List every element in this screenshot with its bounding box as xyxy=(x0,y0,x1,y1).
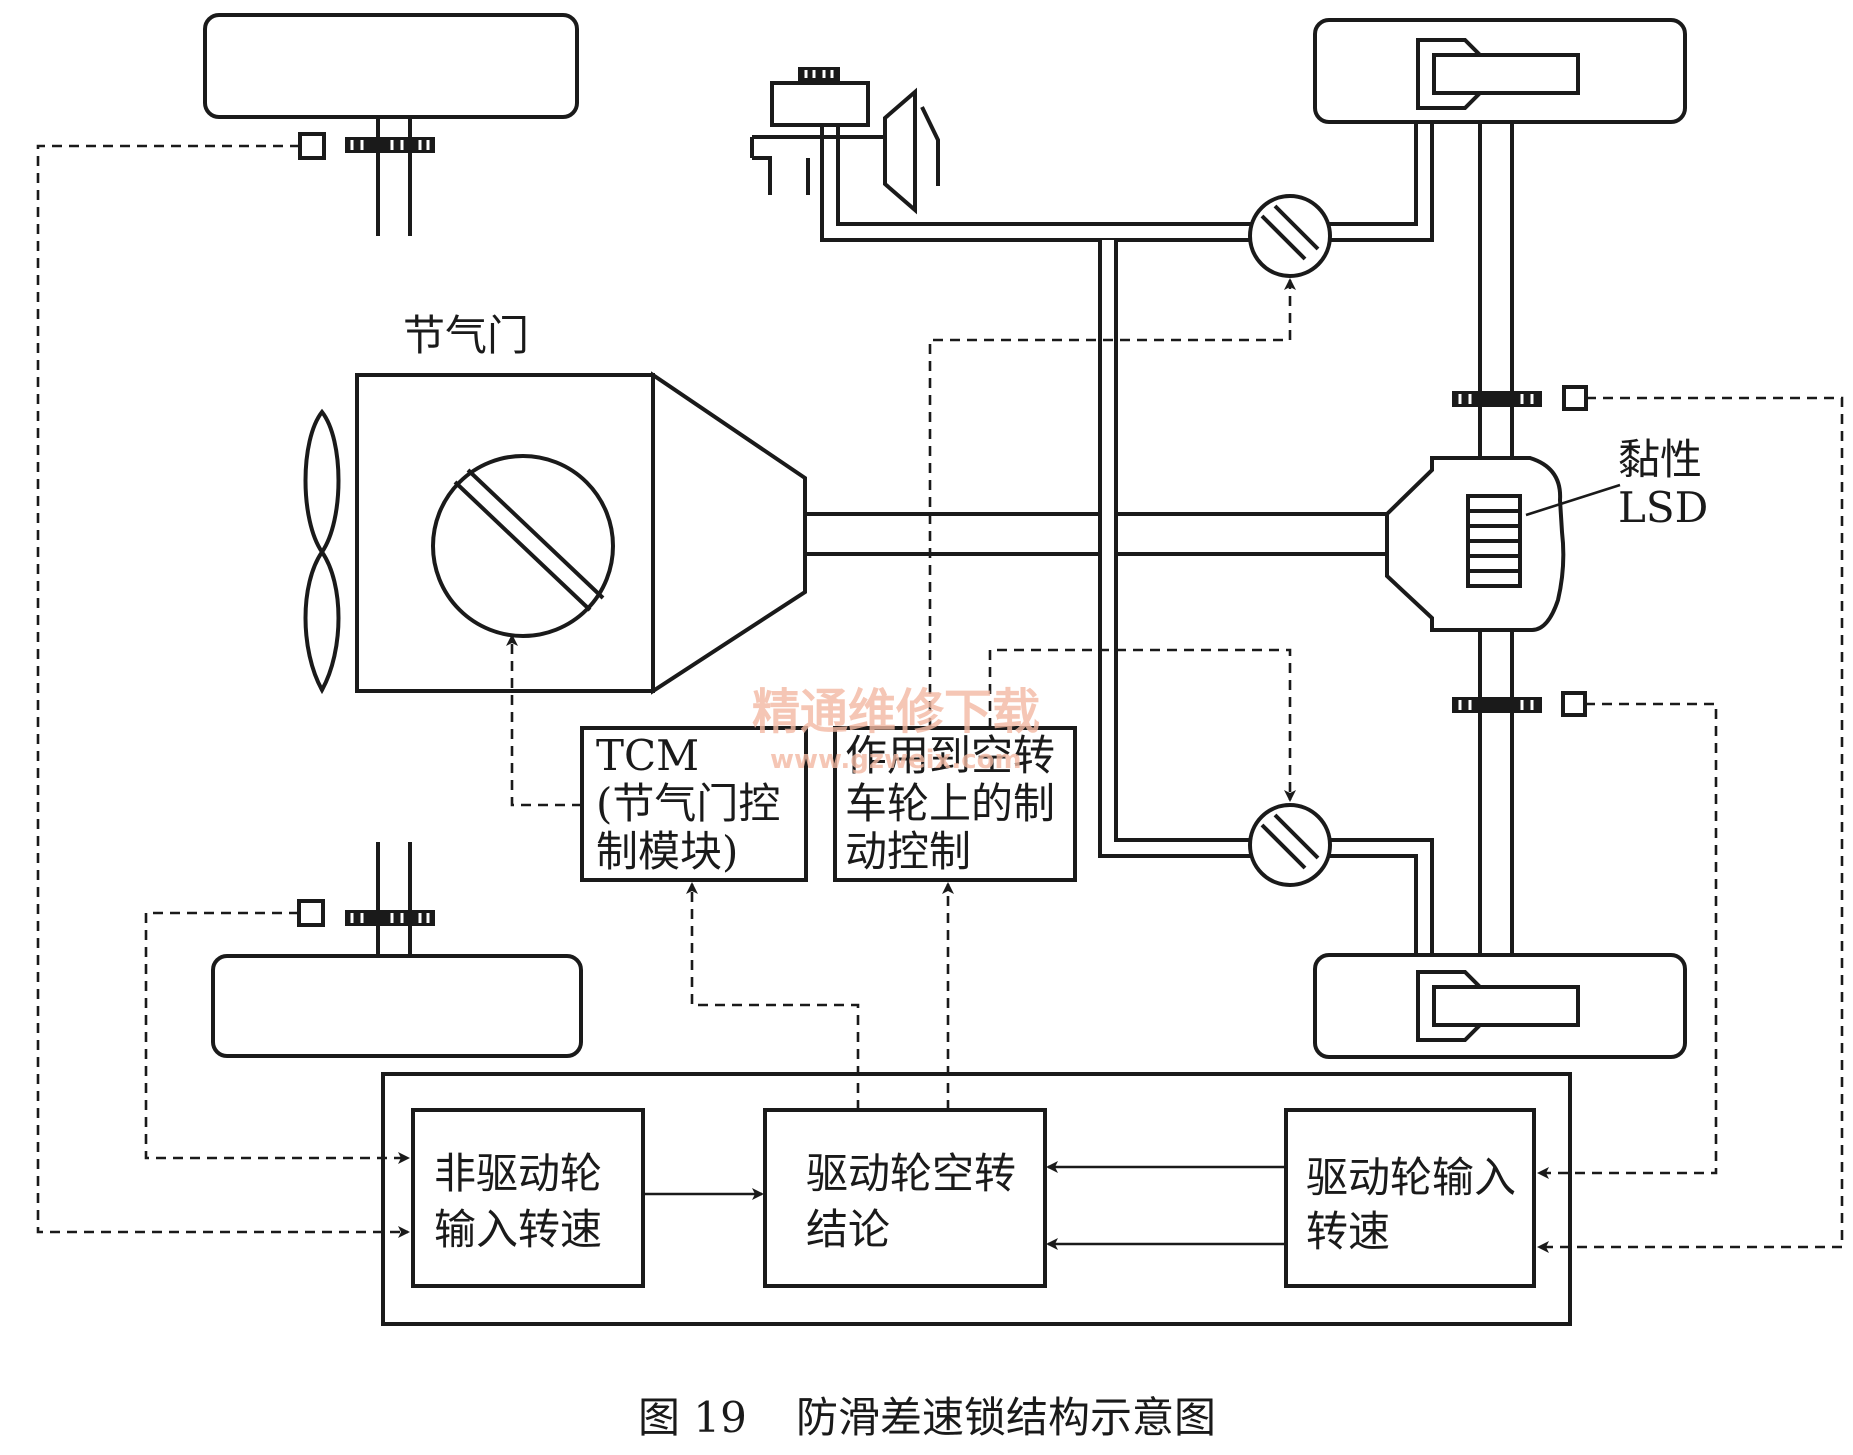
right-upper-speed-sensor xyxy=(1562,385,1588,411)
right-lower-speed-sensor xyxy=(1561,691,1587,717)
slip-line2: 结论 xyxy=(806,1205,890,1254)
signal-brake-to-rear-valve xyxy=(988,648,1296,802)
brake-box-line3: 动控制 xyxy=(845,827,971,876)
tcm-line2: (节气门控 xyxy=(596,779,780,828)
rear-left-speed-sensor xyxy=(297,899,325,927)
lsd-label-line1: 黏性 xyxy=(1618,435,1702,484)
front-left-wheel xyxy=(203,13,579,236)
non-drive-line1: 非驱动轮 xyxy=(434,1149,602,1198)
tcm-box: TCM (节气门控 制模块) xyxy=(580,726,808,882)
right-upper-tone-ring xyxy=(1452,391,1542,407)
right-lower-tone-ring xyxy=(1452,697,1542,713)
brake-fluid-cap xyxy=(798,67,840,81)
non-drive-line2: 输入转速 xyxy=(434,1205,602,1254)
non-drive-speed-block: 非驱动轮 输入转速 xyxy=(411,1108,645,1288)
engine-fan xyxy=(303,408,341,695)
lsd-leader-line xyxy=(1525,483,1621,517)
signal-slip-to-tcm xyxy=(686,882,860,1110)
brake-lines xyxy=(820,55,1434,990)
brake-master-cylinder xyxy=(750,67,940,228)
signal-right-lower-sensor xyxy=(1537,702,1718,1179)
front-brake-valve xyxy=(1248,194,1332,278)
lsd-label-line2: LSD xyxy=(1618,483,1708,532)
driveshaft xyxy=(805,512,1387,556)
right-rear-wheel xyxy=(1313,953,1687,1059)
signal-tcm-to-throttle xyxy=(506,634,582,807)
tcm-line1: TCM xyxy=(596,731,699,780)
throttle-label: 节气门 xyxy=(403,311,529,360)
watermark-line2: www.gzweix.com xyxy=(770,745,1022,775)
caption-figure-number: 图 19 xyxy=(638,1393,747,1442)
drive-line2: 转速 xyxy=(1306,1207,1390,1256)
rear-left-tone-ring xyxy=(345,910,435,926)
brake-control-box: 作用到空转 车轮上的制 动控制 xyxy=(833,726,1077,882)
watermark-line1: 精通维修下载 xyxy=(752,684,1040,740)
slip-judgement-block: 驱动轮空转 结论 xyxy=(763,1108,1047,1288)
right-front-wheel xyxy=(1313,18,1687,124)
drive-line1: 驱动轮输入 xyxy=(1306,1153,1516,1202)
signal-right-upper-sensor xyxy=(1537,396,1844,1253)
signal-rear-left-sensor xyxy=(144,911,410,1164)
brake-box-line2: 车轮上的制 xyxy=(845,779,1055,828)
viscous-lsd-differential xyxy=(1385,456,1566,632)
slip-line1: 驱动轮空转 xyxy=(806,1149,1016,1198)
front-left-speed-sensor xyxy=(298,132,326,160)
throttle-body xyxy=(355,371,807,695)
drive-speed-block: 驱动轮输入 转速 xyxy=(1284,1108,1536,1288)
rear-left-wheel xyxy=(211,842,583,1058)
brake-box-line1: 作用到空转 xyxy=(845,731,1055,780)
tcm-line3: 制模块) xyxy=(596,827,738,876)
caption-title: 防滑差速锁结构示意图 xyxy=(796,1393,1216,1442)
signal-brake-to-front-valve xyxy=(928,278,1296,728)
rear-brake-valve xyxy=(1248,803,1332,887)
signal-front-left-sensor xyxy=(36,144,410,1238)
front-left-tone-ring xyxy=(345,137,435,153)
